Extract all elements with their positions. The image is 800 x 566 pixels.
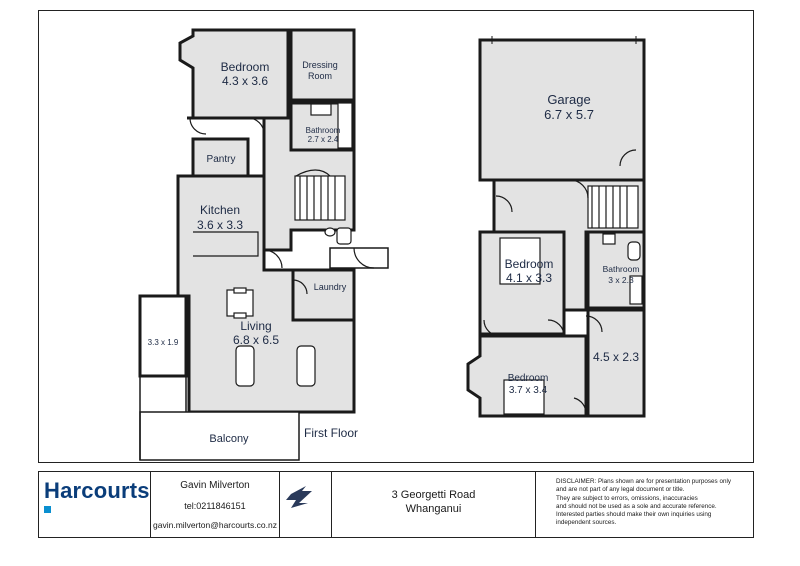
bathroom2-label: Bathroom [603,264,640,274]
kitchen-label: Kitchen [200,203,240,217]
living-label: Living [240,319,271,333]
first-floor-details [189,102,375,387]
bedroom2-label: Bedroom [505,257,554,271]
pantry-room [191,137,250,178]
agent-email[interactable]: gavin.milverton@harcourts.co.nz [153,520,277,530]
living-dims: 6.8 x 6.5 [233,333,279,347]
bedroom-dims: 4.3 x 3.6 [222,74,268,88]
disclaimer-line: They are subject to errors, omissions, i… [556,494,698,502]
room-45x23 [586,308,646,418]
room45-dims: 4.5 x 2.3 [593,350,639,364]
sheet-border [38,10,754,463]
side-deck-dims: 3.3 x 1.9 [148,338,179,347]
footer-box [38,471,754,538]
address-line1: 3 Georgetti Road [391,489,476,501]
laundry-label: Laundry [314,282,347,292]
dressing-label: Dressing [302,60,338,70]
address-line2: Whanganui [405,503,462,515]
side-deck [138,294,188,378]
bathroom2-dims: 3 x 2.3 [608,275,634,285]
garage-label: Garage [547,92,590,107]
bedroom3-dims: 3.7 x 3.4 [509,385,548,396]
bedroom-label: Bedroom [221,60,270,74]
disclaimer-line: DISCLAIMER: Plans shown are for presenta… [556,478,731,485]
bedroom-room [178,28,290,120]
bedroom3-label: Bedroom [508,373,549,384]
bedroom2-dims: 4.1 x 3.3 [506,271,552,285]
north-arrow-icon [286,486,312,508]
lower-floor-details [483,36,643,415]
disclaimer: DISCLAIMER: Plans shown are for presenta… [556,478,752,528]
entry-landing [329,247,389,269]
balcony-label: Balcony [209,433,249,445]
bathroom-label: Bathroom [306,126,341,135]
agent-name: Gavin Milverton [180,480,250,491]
disclaimer-line: and are not part of any legal document o… [556,486,685,494]
bathroom-dims: 2.7 x 2.4 [308,135,339,144]
disclaimer-line: and should not be used as a sole and acc… [556,502,717,510]
lower-floor-labels: Garage 6.7 x 5.7 Bedroom 4.1 x 3.3 Bathr… [505,92,640,396]
disclaimer-line: independent sources. [556,519,617,527]
logo-accent [44,506,51,513]
balcony-area [139,411,300,461]
level-label: First Floor [304,426,358,440]
kitchen-dims: 3.6 x 3.3 [197,218,243,232]
disclaimer-line: Interested parties should make their own… [556,511,712,519]
dressing-label-2: Room [308,71,332,81]
first-floor-labels: Bedroom 4.3 x 3.6 Dressing Room Bathroom… [148,60,358,445]
first-floor-plan [138,28,389,461]
dressing-room [289,28,356,102]
harcourts-logo: Harcourts [44,478,150,503]
pantry-label: Pantry [207,154,236,165]
laundry-room [291,268,356,322]
garage-dims: 6.7 x 5.7 [544,107,594,122]
agent-phone[interactable]: tel:0211846151 [184,501,246,511]
garage-room [478,38,646,182]
bedroom3-room [466,334,588,418]
